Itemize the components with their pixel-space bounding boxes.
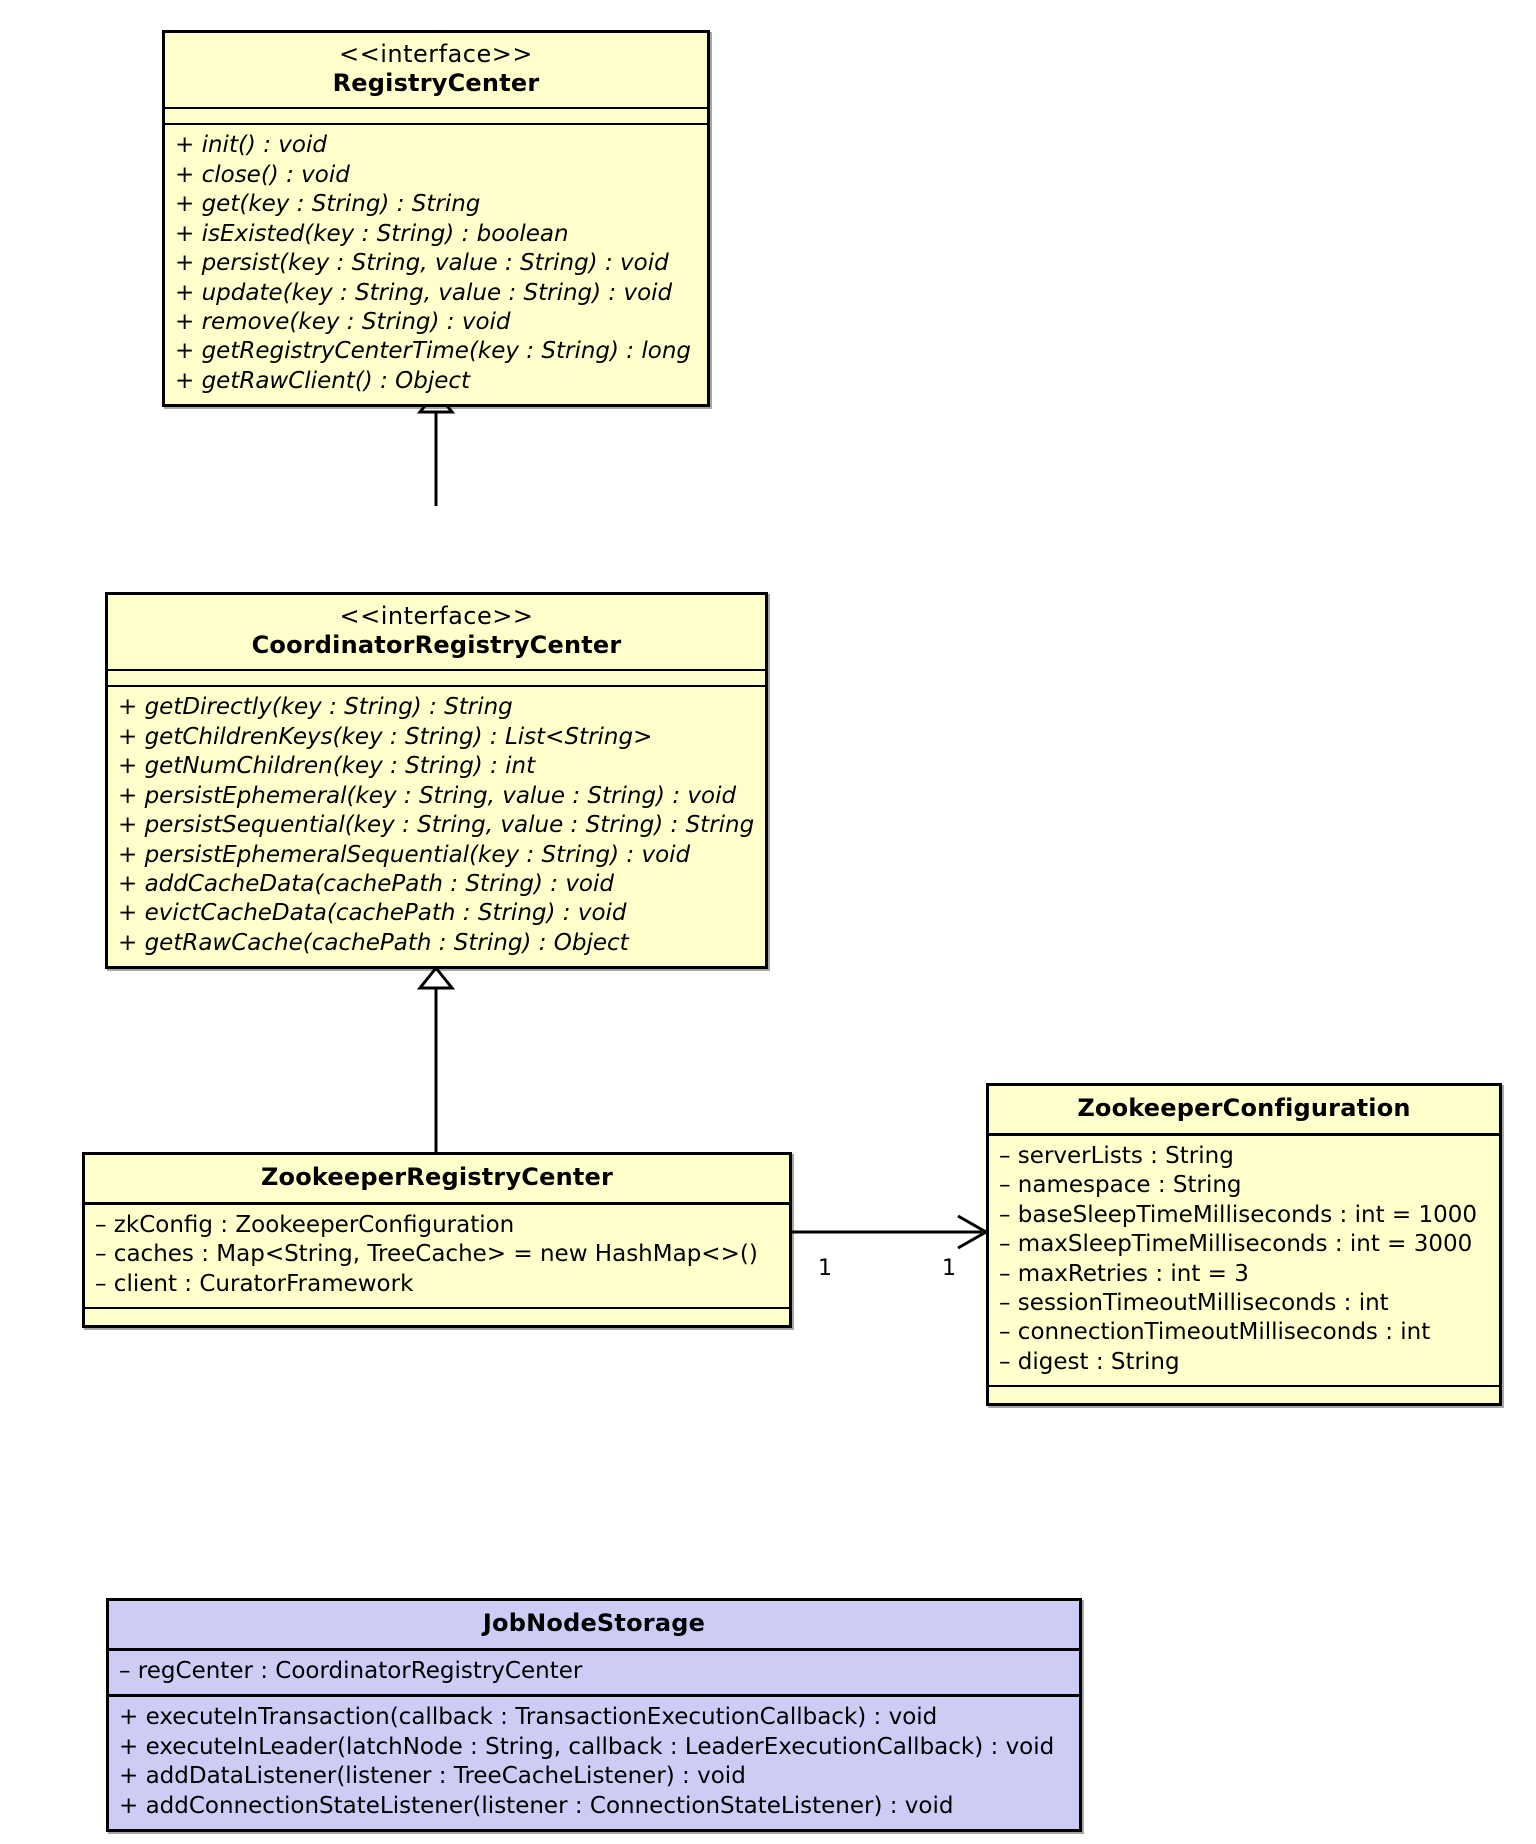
class-header-coordinator-registry-center: <<interface>> CoordinatorRegistryCenter (108, 595, 765, 669)
method-item: + getRawCache(cachePath : String) : Obje… (118, 929, 629, 956)
method-item: + close() : void (175, 161, 350, 188)
attribute-item: – serverLists : String (999, 1142, 1234, 1169)
attributes-compartment: – zkConfig : ZookeeperConfiguration – ca… (85, 1205, 789, 1307)
method-item: + executeInLeader(latchNode : String, ca… (119, 1733, 1055, 1760)
method-item: + getChildrenKeys(key : String) : List<S… (118, 723, 653, 750)
attributes-compartment: – regCenter : CoordinatorRegistryCenter (109, 1651, 1079, 1694)
attribute-item: – namespace : String (999, 1172, 1242, 1199)
method-item: + getDirectly(key : String) : String (118, 694, 513, 721)
attributes-compartment-empty (108, 669, 765, 688)
method-item: + persistEphemeralSequential(key : Strin… (118, 841, 691, 868)
method-item: + addDataListener(listener : TreeCacheLi… (119, 1763, 746, 1790)
source-multiplicity-label: 1 (818, 1256, 832, 1281)
attribute-item: – maxRetries : int = 3 (999, 1260, 1249, 1287)
class-box-registry-center[interactable]: <<interface>> RegistryCenter + init() : … (162, 30, 710, 408)
class-name-label: ZookeeperRegistryCenter (260, 1163, 614, 1191)
attribute-item: – caches : Map<String, TreeCache> = new … (95, 1241, 758, 1268)
attributes-compartment: – serverLists : String – namespace : Str… (989, 1136, 1499, 1386)
class-name-label: JobNodeStorage (482, 1609, 706, 1637)
stereotype-label: <<interface>> (339, 602, 534, 630)
class-name-label: CoordinatorRegistryCenter (251, 630, 622, 659)
method-item: + persist(key : String, value : String) … (175, 250, 669, 277)
method-item: + executeInTransaction(callback : Transa… (119, 1704, 938, 1731)
method-item: + evictCacheData(cachePath : String) : v… (118, 900, 627, 927)
attribute-item: – regCenter : CoordinatorRegistryCenter (119, 1657, 583, 1684)
method-item: + persistEphemeral(key : String, value :… (118, 782, 737, 809)
compartment-divider (109, 1647, 1079, 1651)
compartment-divider (989, 1132, 1499, 1136)
compartment-divider (85, 1201, 789, 1205)
attributes-compartment-empty (165, 107, 707, 126)
method-item: + getRawClient() : Object (175, 367, 471, 394)
stereotype-label: <<interface>> (339, 40, 533, 68)
attribute-item: – connectionTimeoutMilliseconds : int (999, 1319, 1431, 1346)
method-item: + update(key : String, value : String) :… (175, 279, 673, 306)
class-header-registry-center: <<interface>> RegistryCenter (165, 33, 707, 107)
attribute-item: – digest : String (999, 1348, 1180, 1375)
attribute-item: – zkConfig : ZookeeperConfiguration (95, 1211, 515, 1238)
method-item: + get(key : String) : String (175, 191, 481, 218)
compartment-divider (109, 1694, 1079, 1698)
method-item: + getRegistryCenterTime(key : String) : … (175, 338, 691, 365)
class-header-job-node-storage: JobNodeStorage (109, 1601, 1079, 1648)
class-header-zookeeper-registry-center: ZookeeperRegistryCenter (85, 1155, 789, 1202)
attribute-item: – sessionTimeoutMilliseconds : int (999, 1289, 1389, 1316)
method-item: + persistSequential(key : String, value … (118, 812, 755, 839)
method-item: + init() : void (175, 132, 327, 159)
methods-compartment-empty (85, 1307, 789, 1325)
class-name-label: ZookeeperConfiguration (1077, 1094, 1411, 1122)
attribute-item: – baseSleepTimeMilliseconds : int = 1000 (999, 1201, 1478, 1228)
class-box-job-node-storage[interactable]: JobNodeStorage – regCenter : Coordinator… (106, 1598, 1082, 1832)
method-item: + isExisted(key : String) : boolean (175, 220, 569, 247)
methods-compartment-empty (989, 1385, 1499, 1403)
class-box-zookeeper-configuration[interactable]: ZookeeperConfiguration – serverLists : S… (986, 1083, 1502, 1407)
attribute-item: – maxSleepTimeMilliseconds : int = 3000 (999, 1231, 1473, 1258)
class-box-zookeeper-registry-center[interactable]: ZookeeperRegistryCenter – zkConfig : Zoo… (82, 1152, 792, 1329)
methods-compartment: + init() : void + close() : void + get(k… (165, 125, 707, 404)
method-item: + addCacheData(cachePath : String) : voi… (118, 871, 614, 898)
method-item: + getNumChildren(key : String) : int (118, 753, 536, 780)
methods-compartment: + executeInTransaction(callback : Transa… (109, 1697, 1079, 1829)
methods-compartment: + getDirectly(key : String) : String + g… (108, 687, 765, 966)
method-item: + addConnectionStateListener(listener : … (119, 1792, 954, 1819)
method-item: + remove(key : String) : void (175, 309, 511, 336)
target-multiplicity-label: 1 (942, 1256, 956, 1281)
class-header-zookeeper-configuration: ZookeeperConfiguration (989, 1086, 1499, 1133)
class-name-label: RegistryCenter (332, 68, 540, 97)
class-box-coordinator-registry-center[interactable]: <<interface>> CoordinatorRegistryCenter … (105, 592, 768, 970)
attribute-item: – client : CuratorFramework (95, 1270, 414, 1297)
